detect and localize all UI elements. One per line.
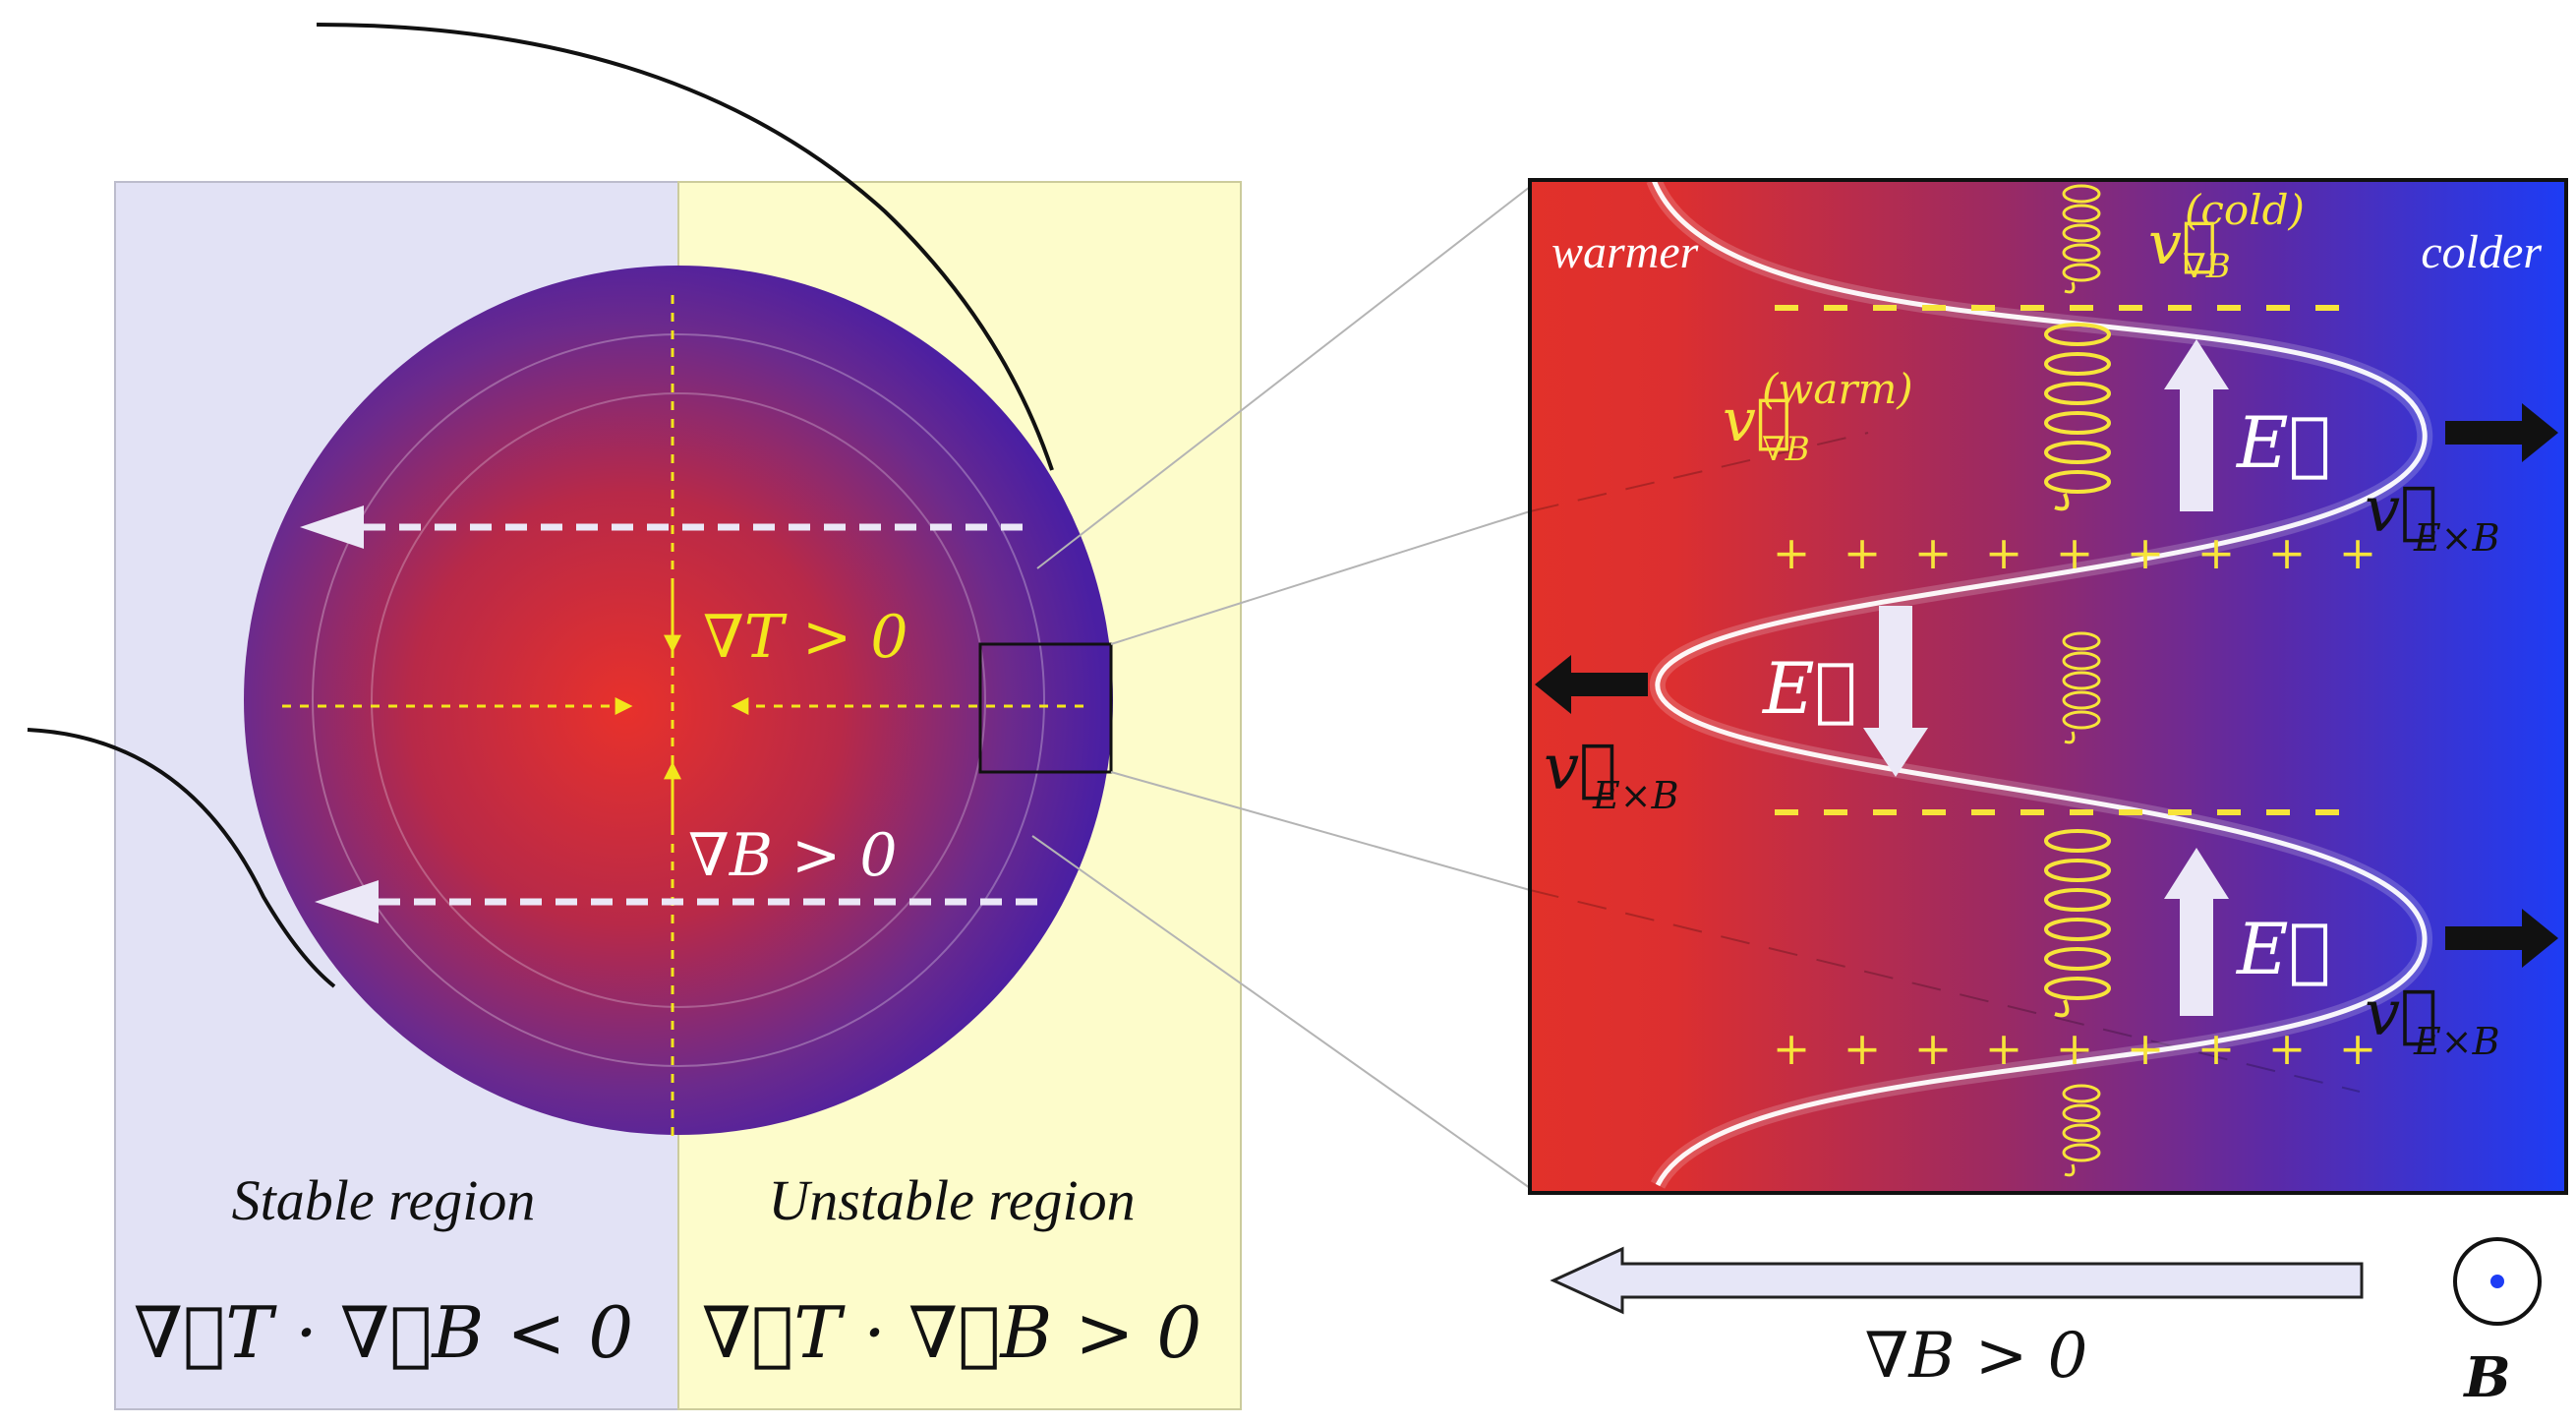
warmer-label: warmer <box>1551 226 1699 278</box>
svg-text:+: + <box>2339 1022 2377 1075</box>
b-field-label: B <box>2462 1345 2510 1410</box>
unstable-region-label: Unstable region <box>768 1168 1135 1232</box>
svg-text:v⃗: v⃗ <box>2365 474 2438 547</box>
svg-text:+: + <box>1773 1022 1811 1075</box>
flux-surface-inner <box>371 392 986 1008</box>
svg-text:v⃗: v⃗ <box>1723 386 1791 455</box>
gyration-warm-top <box>2044 323 2111 511</box>
svg-text:+: + <box>2268 1022 2307 1075</box>
svg-text:v⃗: v⃗ <box>2148 209 2217 278</box>
field-line-top <box>316 23 1054 471</box>
stable-condition: ∇⃗T · ∇⃗B < 0 <box>134 1291 633 1374</box>
svg-text:+: + <box>2127 526 2165 579</box>
zoom-connector-lines <box>1031 186 1531 1189</box>
svg-text:E×B: E×B <box>2413 1020 2500 1063</box>
gyration-warm-bottom <box>2044 829 2111 1018</box>
grad-b-big-arrow <box>1550 1246 2364 1315</box>
svg-text:v⃗: v⃗ <box>1544 732 1617 804</box>
svg-text:∇B: ∇B <box>1762 430 1810 469</box>
svg-text:(warm): (warm) <box>1762 365 1913 413</box>
gyration-cold-bottom <box>2062 1084 2101 1177</box>
colder-label: colder <box>2421 226 2542 278</box>
v-gradb-cold-label: v⃗ (cold) ∇B <box>2148 186 2305 286</box>
zoom-panel-frame <box>1528 178 2568 1195</box>
plasma-cross-section <box>244 266 1113 1135</box>
svg-text:E×B: E×B <box>2413 516 2500 560</box>
svg-text:+: + <box>2197 526 2236 579</box>
grad-b-label-right: ∇B > 0 <box>1865 1320 2088 1393</box>
e-field-arrow-up-bottom <box>2164 848 2229 1016</box>
v-exb-label-bottom: v⃗ E×B <box>2365 978 2500 1063</box>
svg-text:+: + <box>2339 526 2377 579</box>
v-gradb-warm-label: v⃗ (warm) ∇B <box>1723 365 1913 469</box>
v-exb-label-top: v⃗ E×B <box>2365 474 2500 560</box>
positive-charges-bottom: + + + + + + + + + <box>1773 1022 2377 1075</box>
e-field-arrow-down <box>1863 606 1928 777</box>
gyration-cold-top <box>2062 184 2101 294</box>
grad-t-label: ∇T > 0 <box>703 603 908 672</box>
e-field-arrow-up-top <box>2164 339 2229 511</box>
zoom-box <box>978 642 1113 774</box>
field-line-bottom <box>27 728 336 988</box>
v-exb-label-middle: v⃗ E×B <box>1544 732 1679 817</box>
exb-arrow-left <box>1535 655 1648 714</box>
svg-text:+: + <box>2056 526 2094 579</box>
svg-text:+: + <box>1844 526 1882 579</box>
unstable-condition: ∇⃗T · ∇⃗B > 0 <box>702 1291 1201 1374</box>
svg-text:+: + <box>2268 526 2307 579</box>
svg-text:E×B: E×B <box>1592 774 1679 817</box>
svg-text:+: + <box>2197 1022 2236 1075</box>
right-panel: + + + + + + + + + + + + + + + + + + <box>1528 178 2568 1410</box>
svg-text:(cold): (cold) <box>2185 186 2305 234</box>
e-field-label-middle: E⃗ <box>1761 647 1857 730</box>
svg-text:+: + <box>1914 1022 1953 1075</box>
zoom-panel-bg <box>1530 180 2566 1193</box>
svg-text:+: + <box>1914 526 1953 579</box>
left-panel: ∇T > 0 ∇B > 0 Stable region Unstable reg… <box>27 23 1242 1410</box>
exb-arrow-right-bottom <box>2445 909 2558 968</box>
drift-arrow-top-head <box>300 505 364 549</box>
svg-text:v⃗: v⃗ <box>2365 978 2438 1050</box>
svg-text:+: + <box>2056 1022 2094 1075</box>
svg-text:+: + <box>1985 1022 2023 1075</box>
flux-surface-outer <box>312 333 1045 1067</box>
e-field-label-top: E⃗ <box>2235 401 2331 484</box>
svg-text:+: + <box>1844 1022 1882 1075</box>
svg-text:+: + <box>1773 526 1811 579</box>
svg-text:∇B: ∇B <box>2183 247 2231 286</box>
grad-b-label-left: ∇B > 0 <box>688 821 898 890</box>
perturbation-curve <box>1651 180 2428 1187</box>
exb-arrow-right-top <box>2445 403 2558 462</box>
gyration-cold-middle <box>2062 631 2101 744</box>
svg-text:+: + <box>2127 1022 2165 1075</box>
positive-charges-top: + + + + + + + + + <box>1773 526 2377 579</box>
drift-arrow-bottom-head <box>315 880 379 923</box>
stable-region-label: Stable region <box>232 1168 536 1232</box>
svg-text:+: + <box>1985 526 2023 579</box>
e-field-label-bottom: E⃗ <box>2235 908 2331 990</box>
